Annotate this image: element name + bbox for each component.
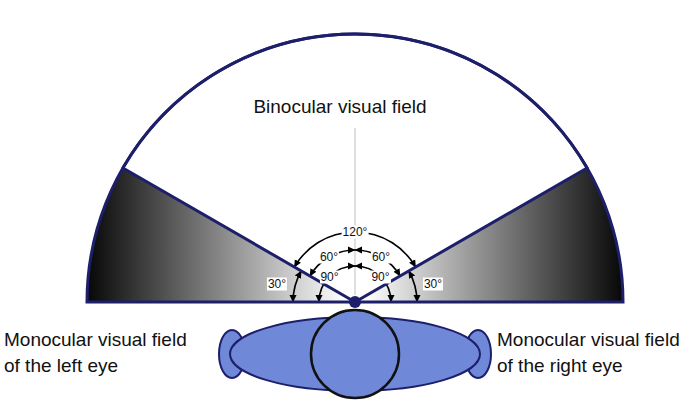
angle-arc [409, 271, 417, 302]
field-label: Monocular visual field of the right eye [497, 327, 689, 379]
angle-arc [293, 271, 301, 302]
angle-label: 60° [371, 251, 391, 264]
field-ground [87, 34, 623, 302]
left-monocular-wedge [87, 168, 355, 302]
angle-label: 30° [267, 278, 287, 291]
angle-label: 30° [423, 278, 443, 291]
field-label: Monocular visual field of the left eye [4, 327, 196, 379]
sector-border [123, 34, 587, 302]
angle-label: 90° [319, 270, 339, 283]
head-top [311, 310, 399, 398]
angle-label: 60° [319, 251, 339, 264]
angle-label: 120° [342, 226, 369, 239]
region-title: Binocular visual field [253, 96, 426, 118]
midline [354, 128, 356, 295]
binocular-region: Binocular visual field [120, 32, 590, 304]
right-monocular-wedge [355, 168, 623, 302]
field-outline [87, 34, 623, 302]
sector-outline [120, 32, 590, 304]
angle-label: 90° [370, 270, 390, 283]
